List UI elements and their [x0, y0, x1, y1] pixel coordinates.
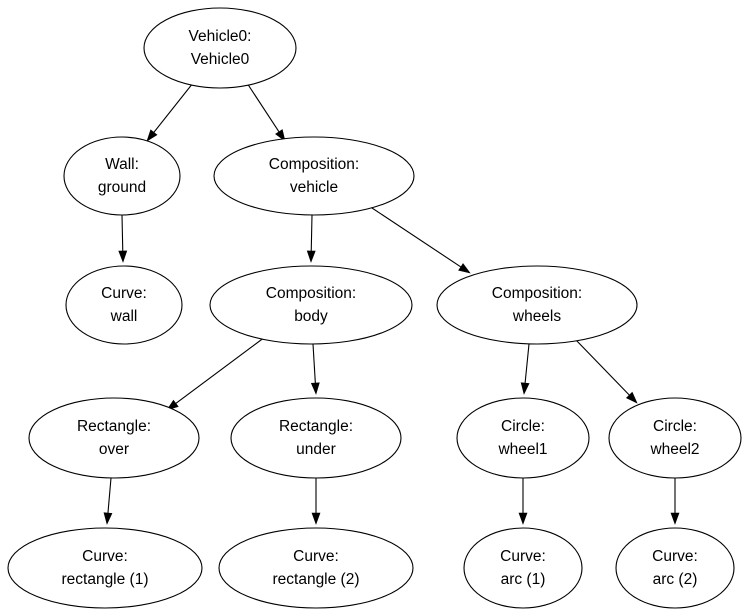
node-label-line1: Vehicle0:: [189, 28, 252, 45]
node-ellipse[interactable]: [65, 265, 183, 345]
edge-composition_body-to-rectangle_under: [310, 343, 320, 395]
edges-layer: [103, 82, 680, 525]
edge-line: [312, 343, 316, 384]
node-label-line2: wheels: [512, 308, 561, 325]
node-label-line2: arc (2): [653, 571, 698, 588]
edge-line: [107, 477, 112, 514]
node-label-line2: ground: [98, 179, 146, 196]
node-ellipse[interactable]: [213, 136, 415, 216]
edge-line: [153, 82, 194, 133]
node-ellipse[interactable]: [28, 397, 200, 479]
arrowhead-icon: [518, 512, 528, 525]
arrowhead-icon: [670, 512, 680, 525]
node-ellipse[interactable]: [143, 7, 297, 89]
edge-circle_wheel2-to-curve_arc_2: [670, 478, 680, 525]
node-label-line1: Rectangle:: [279, 418, 353, 435]
node-label-line2: wall: [110, 308, 138, 325]
node-curve_rectangle_1[interactable]: Curve: rectangle (1): [7, 527, 203, 609]
node-curve_arc_1[interactable]: Curve: arc (1): [463, 527, 583, 609]
node-label-line1: Composition:: [266, 285, 356, 302]
node-label-line1: Curve:: [500, 548, 546, 565]
node-label-line1: Curve:: [82, 548, 128, 565]
node-ellipse[interactable]: [608, 397, 742, 479]
node-ellipse[interactable]: [63, 136, 181, 216]
node-label-line2: rectangle (2): [272, 571, 359, 588]
edge-line: [175, 336, 266, 404]
node-label-line1: Composition:: [269, 156, 359, 173]
node-composition_body[interactable]: Composition: body: [209, 265, 413, 345]
edge-wall_ground-to-curve_wall: [118, 214, 128, 263]
node-label-line1: Composition:: [492, 285, 582, 302]
arrowhead-icon: [625, 391, 638, 404]
node-label-line2: under: [296, 441, 336, 458]
node-curve_rectangle_2[interactable]: Curve: rectangle (2): [218, 527, 414, 609]
node-rectangle_over[interactable]: Rectangle: over: [28, 397, 200, 479]
edge-line: [310, 214, 313, 252]
arrowhead-icon: [146, 129, 158, 142]
edge-line: [524, 343, 530, 384]
node-ellipse[interactable]: [615, 527, 735, 609]
edge-vehicle0-to-wall_ground: [146, 82, 194, 142]
node-circle_wheel1[interactable]: Circle: wheel1: [456, 397, 590, 479]
node-label-line1: Curve:: [101, 285, 147, 302]
node-label-line1: Rectangle:: [77, 418, 151, 435]
node-ellipse[interactable]: [218, 527, 414, 609]
node-wall_ground[interactable]: Wall: ground: [63, 136, 181, 216]
node-curve_arc_2[interactable]: Curve: arc (2): [615, 527, 735, 609]
node-label-line1: Curve:: [652, 548, 698, 565]
edge-vehicle0-to-composition_vehicle: [246, 82, 286, 142]
node-ellipse[interactable]: [209, 265, 413, 345]
node-ellipse[interactable]: [463, 527, 583, 609]
node-label-line2: rectangle (1): [61, 571, 148, 588]
arrowhead-icon: [275, 129, 286, 142]
arrowhead-icon: [103, 512, 113, 525]
edge-circle_wheel1-to-curve_arc_1: [518, 478, 528, 525]
edge-composition_wheels-to-circle_wheel2: [574, 338, 638, 404]
node-ellipse[interactable]: [436, 265, 638, 345]
edge-composition_body-to-rectangle_over: [166, 336, 266, 411]
edge-line: [246, 82, 280, 133]
arrowhead-icon: [458, 263, 471, 274]
node-label-line2: Vehicle0: [191, 51, 250, 68]
edge-composition_wheels-to-circle_wheel1: [520, 343, 530, 395]
node-circle_wheel2[interactable]: Circle: wheel2: [608, 397, 742, 479]
node-label-line2: wheel2: [649, 441, 699, 458]
node-label-line2: body: [294, 308, 328, 325]
nodes-layer: Vehicle0:Vehicle0Wall:groundComposition:…: [7, 7, 742, 609]
arrowhead-icon: [310, 382, 320, 395]
node-composition_wheels[interactable]: Composition: wheels: [436, 265, 638, 345]
node-label-line2: vehicle: [290, 179, 338, 196]
edge-rectangle_over-to-curve_rectangle_1: [103, 477, 113, 525]
node-label-line2: wheel1: [497, 441, 547, 458]
node-label-line2: over: [99, 441, 129, 458]
node-rectangle_under[interactable]: Rectangle: under: [230, 397, 402, 479]
node-curve_wall[interactable]: Curve: wall: [65, 265, 183, 345]
node-label-line1: Circle:: [653, 418, 697, 435]
arrowhead-icon: [306, 250, 316, 263]
node-vehicle0[interactable]: Vehicle0: Vehicle0: [143, 7, 297, 89]
node-composition_vehicle[interactable]: Composition: vehicle: [213, 136, 415, 216]
edge-line: [574, 338, 630, 396]
node-label-line1: Circle:: [501, 418, 545, 435]
node-ellipse[interactable]: [7, 527, 203, 609]
edge-line: [121, 214, 124, 252]
node-ellipse[interactable]: [230, 397, 402, 479]
edge-composition_vehicle-to-composition_wheels: [368, 205, 471, 274]
edge-rectangle_under-to-curve_rectangle_2: [311, 478, 321, 525]
arrowhead-icon: [520, 382, 530, 395]
node-ellipse[interactable]: [456, 397, 590, 479]
node-label-line1: Curve:: [293, 548, 339, 565]
edge-composition_vehicle-to-composition_body: [306, 214, 316, 263]
node-label-line1: Wall:: [105, 156, 139, 173]
edge-line: [368, 205, 462, 268]
arrowhead-icon: [311, 512, 321, 525]
arrowhead-icon: [118, 250, 128, 263]
node-label-line2: arc (1): [501, 571, 546, 588]
